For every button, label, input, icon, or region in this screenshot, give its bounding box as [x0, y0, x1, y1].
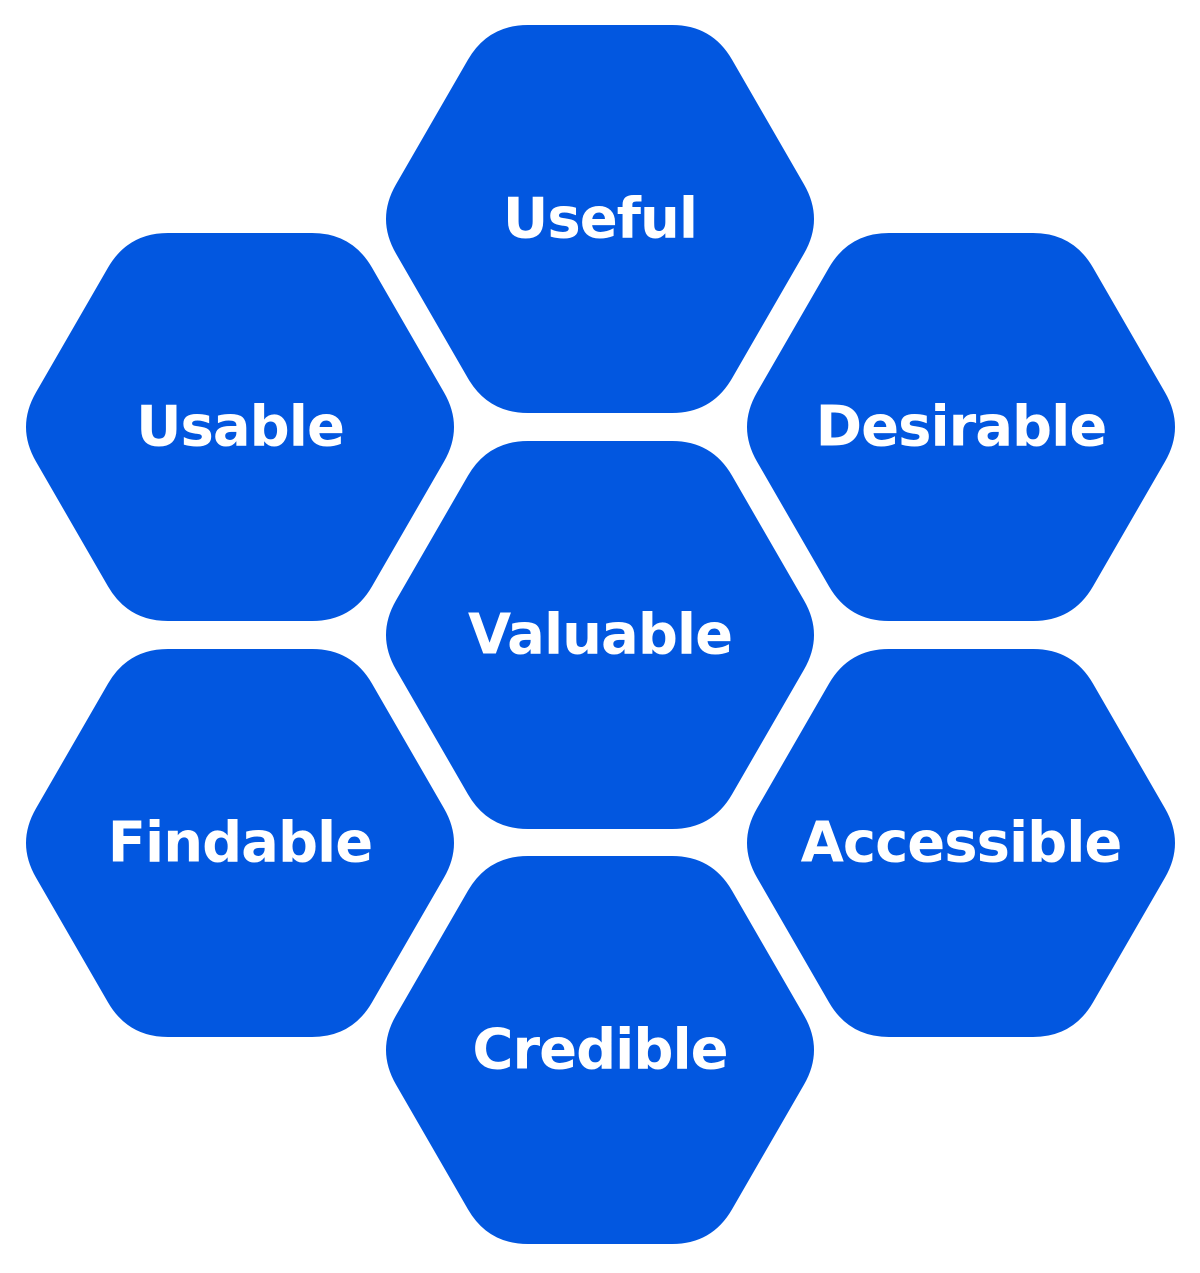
hexagon-desirable: Desirable — [747, 233, 1175, 621]
hexagon-desirable-label: Desirable — [816, 395, 1107, 460]
hexagon-valuable-shape — [386, 441, 814, 829]
hexagon-accessible-shape — [747, 649, 1175, 1037]
hexagon-useful-label: Useful — [503, 187, 697, 252]
hexagon-usable-shape — [26, 233, 454, 621]
hexagon-findable-shape — [26, 649, 454, 1037]
hexagon-valuable: Valuable — [386, 441, 814, 829]
hexagon-accessible: Accessible — [747, 649, 1175, 1037]
hexagon-credible-label: Credible — [472, 1018, 727, 1083]
hexagon-valuable-label: Valuable — [468, 603, 732, 668]
hexagon-useful-shape — [386, 25, 814, 413]
hexagon-findable: Findable — [26, 649, 454, 1037]
hexagon-usable: Usable — [26, 233, 454, 621]
hexagon-credible-shape — [386, 856, 814, 1244]
hexagon-usable-label: Usable — [136, 395, 344, 460]
hexagon-accessible-label: Accessible — [801, 811, 1122, 876]
hexagon-useful: Useful — [386, 25, 814, 413]
hexagon-findable-label: Findable — [108, 811, 372, 876]
hexagon-credible: Credible — [386, 856, 814, 1244]
hexagon-desirable-shape — [747, 233, 1175, 621]
